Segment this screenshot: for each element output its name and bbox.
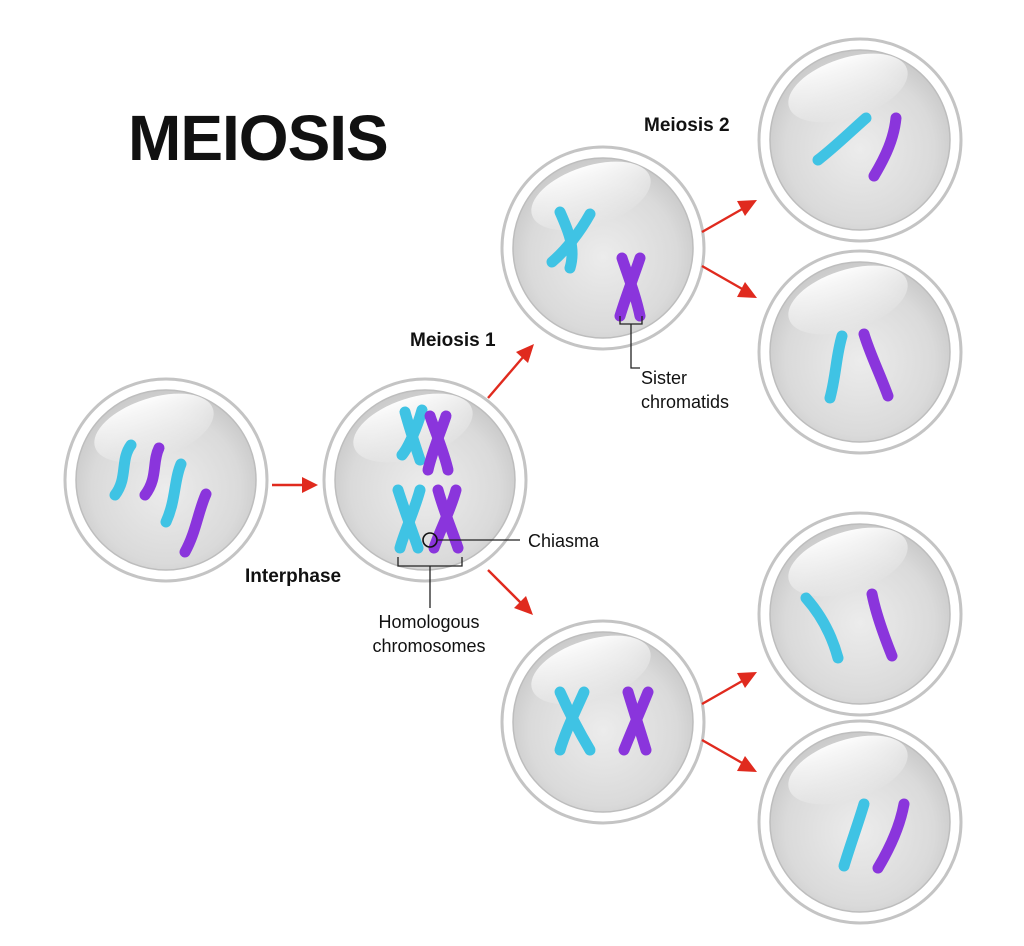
arrow-to-meiosis2-d (701, 738, 757, 772)
cell-meiosis2-b (757, 249, 963, 455)
arrow-interphase-to-homologous (272, 477, 318, 493)
meiosis1-top-chromosomes (546, 206, 646, 325)
homologous-label-line1: Homologous (378, 612, 479, 632)
chiasma-label: Chiasma (528, 531, 600, 551)
cell-meiosis2-a (757, 37, 963, 243)
sister-label-line1: Sister (641, 368, 687, 388)
meiosis2-c-chromosomes (800, 588, 898, 664)
meiosis1-label: Meiosis 1 (410, 330, 496, 351)
sister-label-line2: chromatids (641, 392, 729, 412)
homologous-label-line2: chromosomes (372, 636, 485, 656)
cell-meiosis1-bottom (500, 619, 706, 825)
interphase-label: Interphase (245, 566, 341, 587)
arrow-to-meiosis2-a (701, 200, 757, 234)
cell-interphase (63, 377, 269, 583)
meiosis2-b-chromosomes (824, 328, 894, 404)
cell-meiosis2-c (757, 511, 963, 717)
arrow-to-meiosis1-bottom (487, 569, 533, 615)
interphase-chromosomes (109, 439, 212, 558)
meiosis2-d-chromosomes (838, 798, 910, 874)
meiosis1-bottom-chromosomes (554, 686, 654, 756)
meiosis2-a-chromosomes (812, 112, 902, 182)
arrow-to-meiosis2-b (701, 264, 757, 298)
cell-meiosis1-top (500, 145, 706, 351)
diagram-title: MEIOSIS (128, 102, 388, 174)
meiosis2-label: Meiosis 2 (644, 115, 730, 136)
arrow-to-meiosis2-c (701, 672, 757, 706)
arrow-to-meiosis1-top (487, 344, 534, 399)
sister-chromatids-leader (630, 324, 640, 369)
